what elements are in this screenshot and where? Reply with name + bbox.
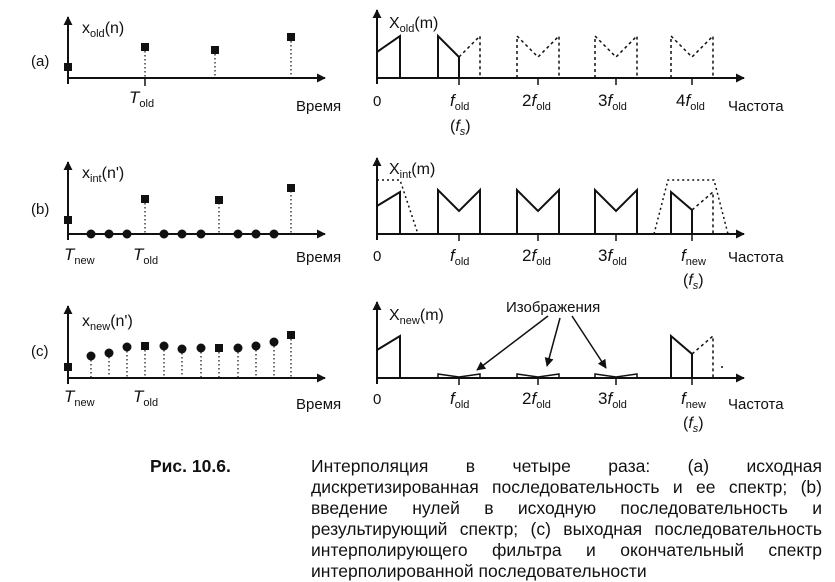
zero-label-c: 0 (373, 391, 381, 408)
baseband-spectrum-c (376, 334, 401, 378)
freq-axis-title-a: Частота (728, 98, 784, 115)
zero-label-b: 0 (373, 248, 381, 265)
zero-label-a: 0 (373, 93, 381, 110)
time-axis-title-c: Время (296, 396, 341, 413)
time-plot-a: xold(n) Told Время (63, 16, 341, 115)
figure-caption: Рис. 10.6. Интерполяция в четыре раза: (… (150, 456, 822, 582)
baseband-spectrum-a (376, 34, 401, 78)
panel-label-b: (b) (31, 201, 49, 218)
new-image-dotted-c (691, 334, 714, 378)
images-callout-arrows (476, 315, 607, 371)
time-plot-b: xint(n') Tnew Told Время (63, 161, 341, 267)
sample-stems-b (144, 191, 292, 234)
new-image-solid-c (670, 333, 693, 378)
t-new-label-c: Tnew (64, 387, 95, 409)
t-new-label-b: Tnew (64, 245, 95, 267)
image-2-a (516, 34, 560, 78)
2f-old-label-b: 2fold (522, 246, 551, 268)
4f-old-label-a: 4fold (676, 91, 705, 113)
freq-axis-title-c: Частота (728, 396, 784, 413)
image-1-solid-a (437, 33, 460, 78)
image-3-b (594, 187, 638, 234)
sample-markers-a (64, 33, 295, 71)
f-old-label-b: fold (450, 246, 469, 268)
x-new-label: xnew(n') (82, 313, 133, 333)
spectrum-plot-a: Xold(m) 0 fold (fs) 2fold 3fold 4fold Ча… (372, 9, 784, 138)
f-new-label-c: fnew (681, 389, 706, 411)
t-old-label-c: Told (133, 387, 158, 409)
image-3-a (594, 34, 638, 78)
f-new-label-b: fnew (681, 246, 706, 268)
fs-label-b: (fs) (683, 272, 704, 292)
images-callout-label: Изображения (506, 299, 600, 316)
residual-image-3-c (594, 373, 638, 378)
time-axis-title-a: Время (296, 98, 341, 115)
x-int-label: xint(n') (82, 165, 124, 185)
baseband-spectrum-b (376, 190, 401, 234)
x-old-label: xold(n) (82, 20, 124, 40)
time-plot-c: xnew(n') Tnew Told Время (63, 305, 341, 413)
t-old-label-a: Told (129, 88, 154, 110)
spectrum-plot-c: Изображения Xnew(m) 0 fold 2fold 3fold f… (372, 299, 784, 435)
panel-label-a: (a) (31, 53, 49, 70)
freq-axis-title-b: Частота (728, 249, 784, 266)
X-int-label: Xint(m) (389, 161, 435, 181)
image-4-dotted-b (691, 190, 714, 234)
residual-image-2-c (516, 373, 560, 378)
image-4-solid-b (670, 189, 693, 234)
image-1-b (437, 187, 481, 234)
3f-old-label-a: 3fold (598, 91, 627, 113)
X-new-label: Xnew(m) (389, 307, 444, 327)
caption-text: Интерполяция в четыре раза: (a) исходная… (311, 456, 822, 581)
fs-label-c: (fs) (683, 415, 704, 435)
caption-number: Рис. 10.6. (150, 456, 231, 476)
X-old-label: Xold(m) (389, 15, 438, 35)
2f-old-label-c: 2fold (522, 389, 551, 411)
residual-image-1-c (437, 373, 481, 378)
inserted-zeros-b (86, 229, 279, 239)
sample-markers-b (64, 184, 295, 224)
2f-old-label-a: 2fold (522, 91, 551, 113)
3f-old-label-b: 3fold (598, 246, 627, 268)
output-samples-c (64, 331, 295, 371)
panel-label-c: (c) (31, 343, 49, 360)
interpolation-figure: (a) xold(n) Told Время (31, 9, 784, 435)
image-2-b (516, 187, 560, 234)
spectrum-plot-b: Xint(m) 0 fold 2fold 3fold fnew (fs) Час… (372, 157, 784, 292)
image-1-dotted-a (458, 34, 481, 78)
interp-filter-left-b (377, 179, 419, 235)
t-old-label-b: Told (133, 245, 158, 267)
3f-old-label-c: 3fold (598, 389, 627, 411)
sample-stems-c (90, 335, 292, 378)
f-old-label-c: fold (450, 389, 469, 411)
image-4-a (670, 34, 714, 78)
f-old-label-a: fold (450, 91, 469, 113)
time-axis-title-b: Время (296, 249, 341, 266)
sample-stems-a (144, 37, 292, 78)
fs-label-a: (fs) (450, 118, 471, 138)
